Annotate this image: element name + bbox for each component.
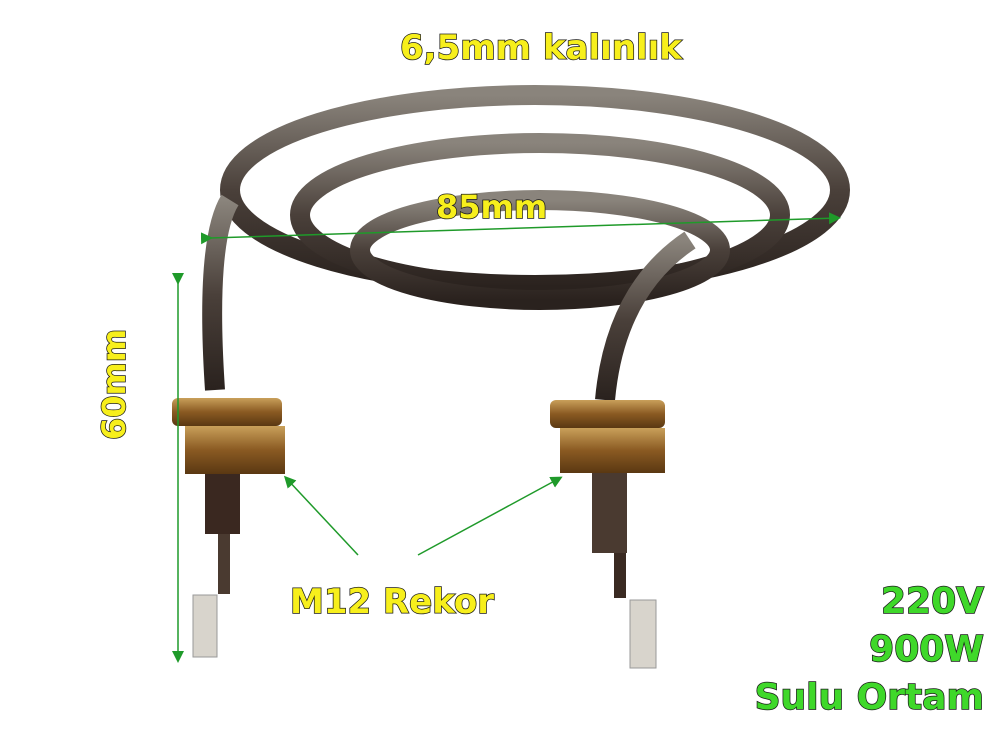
medium-label: Sulu Ortam bbox=[754, 676, 985, 719]
voltage-label: 220V bbox=[880, 580, 985, 623]
power-label: 900W bbox=[868, 628, 984, 671]
fitting-label: M12 Rekor bbox=[289, 581, 495, 623]
left-fitting bbox=[172, 398, 285, 658]
dimension-arrows bbox=[172, 212, 841, 663]
thickness-label: 6,5mm kalınlık bbox=[399, 27, 682, 69]
width-label: 85mm bbox=[435, 187, 548, 227]
specs-block: 220V 900W Sulu Ortam bbox=[754, 578, 985, 722]
height-label: 60mm bbox=[94, 328, 134, 441]
coil bbox=[202, 85, 850, 401]
right-fitting bbox=[550, 400, 665, 669]
